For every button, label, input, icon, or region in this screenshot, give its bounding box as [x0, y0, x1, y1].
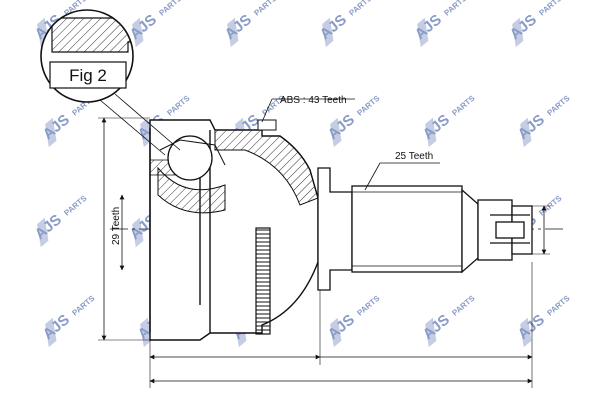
watermark-brand: AJS [412, 11, 445, 43]
watermark-brand: AJS [317, 11, 350, 43]
watermark-suffix: PARTS [545, 93, 572, 117]
watermark-suffix: PARTS [442, 0, 469, 18]
watermark-suffix: PARTS [545, 293, 572, 317]
watermark-brand: AJS [515, 111, 548, 143]
fig-label: Fig 2 [69, 66, 107, 85]
watermark-brand: AJS [420, 311, 453, 343]
watermark-suffix: PARTS [157, 0, 184, 18]
watermark-suffix: PARTS [355, 293, 382, 317]
watermark-suffix: PARTS [537, 0, 564, 18]
watermark-mark [37, 217, 49, 248]
watermark-suffix: PARTS [70, 293, 97, 317]
watermark-mark [140, 117, 152, 148]
watermark-mark [330, 117, 342, 148]
watermark-suffix: PARTS [355, 93, 382, 117]
watermark-suffix: PARTS [252, 0, 279, 18]
watermark-brand: AJS [222, 11, 255, 43]
watermark-brand: AJS [127, 11, 160, 43]
ball-bearing [167, 135, 213, 181]
watermark-mark [512, 17, 524, 48]
inner-race [157, 166, 226, 214]
fig2-callout: Fig 2 [40, 9, 181, 156]
watermark-brand: AJS [507, 11, 540, 43]
watermark-suffix: PARTS [62, 193, 89, 217]
watermark-suffix: PARTS [450, 93, 477, 117]
watermark-brand: AJS [40, 111, 73, 143]
watermark-mark [322, 17, 334, 48]
outer-teeth-label: 29 Teeth [111, 207, 122, 245]
watermark-mark [425, 317, 437, 348]
watermark-mark [417, 17, 429, 48]
watermark-brand: AJS [32, 211, 65, 243]
watermark-mark [132, 17, 144, 48]
watermark-mark [45, 317, 57, 348]
watermark-mark [520, 117, 532, 148]
watermark-suffix: PARTS [537, 193, 564, 217]
abs-ring [255, 227, 271, 335]
watermark-mark [425, 117, 437, 148]
watermark-suffix: PARTS [165, 93, 192, 117]
watermark-mark [132, 217, 144, 248]
bell-section-hatch [214, 129, 319, 206]
shaft [317, 167, 533, 291]
watermark-mark [45, 117, 57, 148]
spline-teeth-label: 25 Teeth [395, 151, 433, 162]
watermark-brand: AJS [515, 311, 548, 343]
watermark-mark [330, 317, 342, 348]
abs-teeth-label: ABS : 43 Teeth [280, 95, 347, 106]
watermark-mark [227, 17, 239, 48]
watermark-brand: AJS [325, 311, 358, 343]
watermark-suffix: PARTS [347, 0, 374, 18]
watermark-suffix: PARTS [450, 293, 477, 317]
watermark-brand: AJS [325, 111, 358, 143]
watermark-brand: AJS [40, 311, 73, 343]
watermark-brand: AJS [420, 111, 453, 143]
watermark-mark [520, 317, 532, 348]
